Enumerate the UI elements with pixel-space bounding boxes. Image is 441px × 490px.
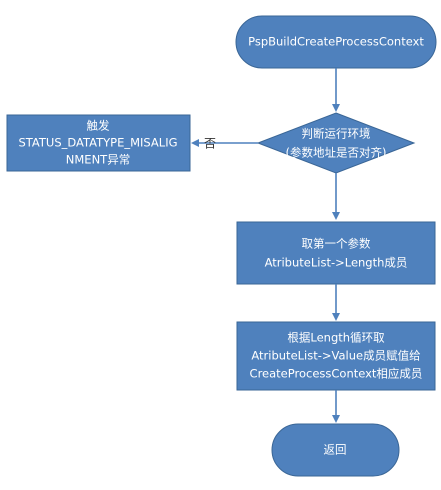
- end-node-label: 返回: [324, 443, 347, 457]
- get-param-line-2: AtributeList->Length成员: [265, 256, 408, 270]
- no-label: 否: [204, 137, 216, 151]
- exception-line-1: 触发: [87, 119, 110, 133]
- decision-node: 判断运行环境 (参数地址是否对齐): [256, 112, 416, 174]
- loop-line-1: 根据Length循环取: [287, 331, 385, 345]
- decision-line-1: 判断运行环境: [302, 127, 371, 141]
- start-node: PspBuildCreateProcessContext: [235, 15, 437, 69]
- loop-line-3: CreateProcessContext相应成员: [250, 367, 423, 381]
- exception-node: 触发 STATUS_DATATYPE_MISALIG NMENT异常: [6, 114, 191, 172]
- exception-line-2: STATUS_DATATYPE_MISALIG: [18, 136, 177, 150]
- start-node-label: PspBuildCreateProcessContext: [248, 35, 424, 49]
- get-param-node: 取第一个参数 AtributeList->Length成员: [236, 221, 436, 285]
- loop-node: 根据Length循环取 AtributeList->Value成员赋值给 Cre…: [236, 321, 436, 391]
- end-node: 返回: [271, 423, 400, 477]
- get-param-line-1: 取第一个参数: [302, 237, 371, 251]
- loop-line-2: AtributeList->Value成员赋值给: [251, 349, 420, 363]
- decision-line-2: (参数地址是否对齐): [286, 146, 387, 160]
- exception-line-3: NMENT异常: [66, 153, 130, 167]
